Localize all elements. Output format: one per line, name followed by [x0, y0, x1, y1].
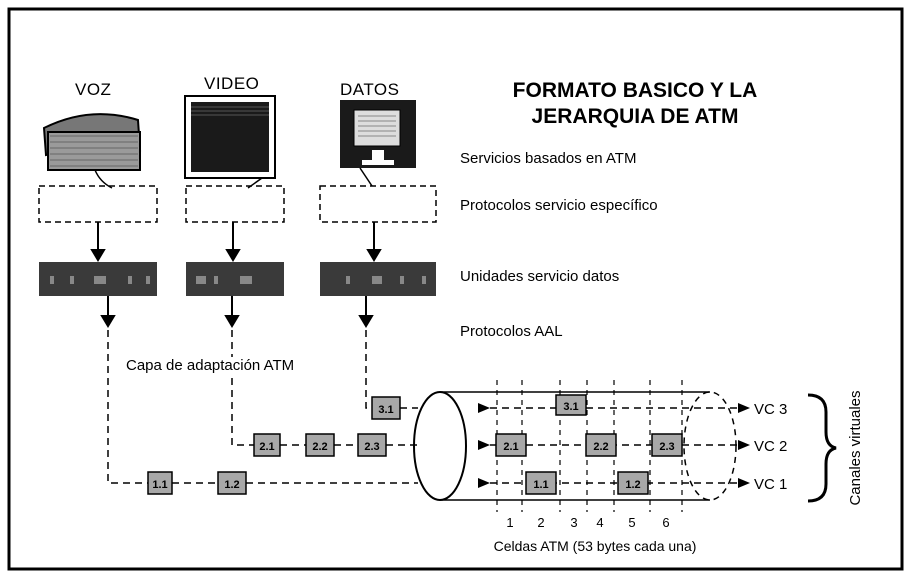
cell-number-4: 4 [596, 515, 603, 530]
telephone-icon [42, 113, 142, 189]
cell-label-3-1-channel: 3.1 [563, 401, 578, 413]
source-label-datos: DATOS [340, 80, 400, 99]
cell-label-1-1-source: 1.1 [152, 479, 167, 491]
layer-sdu-label: Unidades servicio datos [460, 268, 620, 285]
video-monitor-icon [184, 95, 276, 189]
cell-1-2-channel [617, 471, 649, 495]
outer-frame [7, 7, 904, 571]
cell-label-1-1-channel: 1.1 [533, 479, 548, 491]
layer-aal-label: Protocolos AAL [460, 323, 563, 340]
cell-label-2-2-source: 2.2 [312, 441, 327, 453]
cell-number-2: 2 [537, 515, 544, 530]
cell-3-1-channel [555, 394, 587, 416]
cell-2-1-channel [495, 433, 527, 457]
cell-label-1-2-channel: 1.2 [625, 479, 640, 491]
protocol-box-voz [38, 185, 158, 223]
cell-1-1-channel [525, 471, 557, 495]
cell-3-1-source [371, 396, 401, 420]
atm-cylinder [413, 391, 737, 501]
page-title: FORMATO BASICO Y LA JERARQUIA DE ATM [490, 78, 780, 130]
title-line-1: FORMATO BASICO Y LA [512, 79, 758, 102]
cells-caption: Celdas ATM (53 bytes cada una) [494, 538, 697, 554]
cell-number-5: 5 [628, 515, 635, 530]
cell-label-2-1-source: 2.1 [259, 441, 274, 453]
vc-brace-icon [807, 393, 837, 503]
cell-label-2-1-channel: 2.1 [503, 441, 518, 453]
cell-label-2-3-source: 2.3 [364, 441, 379, 453]
cell-number-6: 6 [662, 515, 669, 530]
computer-icon [340, 100, 416, 187]
cell-label-2-3-channel: 2.3 [659, 441, 674, 453]
sdu-boxes [39, 262, 436, 296]
layer-services-label: Servicios basados en ATM [460, 150, 637, 167]
cell-label-2-2-channel: 2.2 [593, 441, 608, 453]
protocol-box-video [185, 185, 285, 223]
virtual-channels-label: Canales virtuales [847, 390, 864, 505]
source-label-video: VIDEO [204, 74, 260, 93]
cell-number-3: 3 [570, 515, 577, 530]
adaptation-layer-label: Capa de adaptación ATM [122, 357, 299, 374]
cell-label-1-2-source: 1.2 [224, 479, 239, 491]
cell-2-2-source [305, 433, 335, 457]
layer-protocols-label: Protocolos servicio específico [460, 197, 658, 214]
cell-2-3-channel [651, 433, 683, 457]
source-label-voz: VOZ [75, 80, 112, 99]
cell-1-2-source [217, 471, 247, 495]
vc-label-3: VC 3 [754, 401, 787, 418]
cell-label-3-1-source: 3.1 [378, 404, 393, 416]
vc-label-2: VC 2 [754, 438, 787, 455]
vc-label-1: VC 1 [754, 476, 787, 493]
title-line-2: JERARQUIA DE ATM [531, 105, 739, 128]
cell-2-2-channel [585, 433, 617, 457]
cell-2-1-source [253, 433, 281, 457]
protocol-box-datos [319, 185, 437, 223]
cell-number-1: 1 [506, 515, 513, 530]
cell-1-1-source [147, 471, 173, 495]
cell-2-3-source [357, 433, 387, 457]
